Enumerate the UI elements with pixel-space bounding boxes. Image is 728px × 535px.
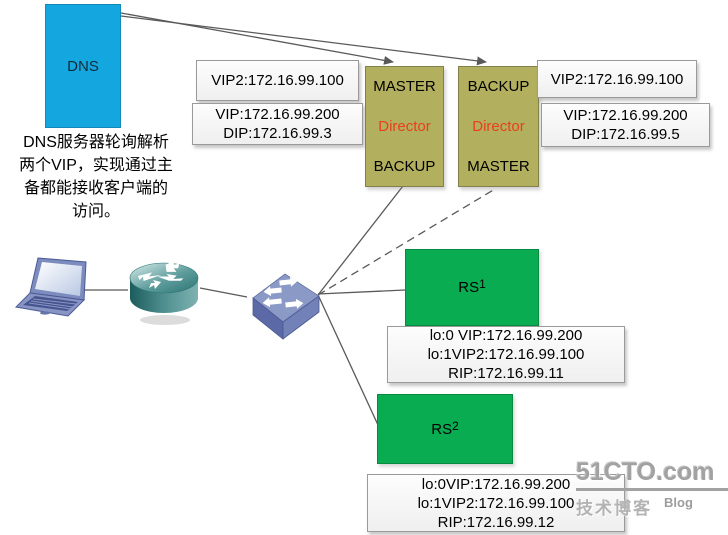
left-vip2-label: VIP2:172.16.99.100 bbox=[196, 60, 359, 101]
caption-line: DNS服务器轮询解析 bbox=[23, 134, 169, 151]
dns-caption: DNS服务器轮询解析 两个VIP，实现通过主 备都能接收客户端的 访问。 bbox=[4, 131, 188, 223]
watermark-subtitle: 技术博客 bbox=[576, 499, 652, 518]
dip-text: DIP:172.16.99.5 bbox=[571, 126, 680, 143]
rs1-lo0: lo:0 VIP:172.16.99.200 bbox=[429, 327, 583, 344]
rs1-name: RS1 bbox=[458, 277, 486, 296]
line-switch-rs1 bbox=[317, 289, 406, 295]
vip2-text: VIP2:172.16.99.100 bbox=[550, 70, 684, 88]
rs2-lo0: lo:0VIP:172.16.99.200 bbox=[421, 475, 571, 493]
director-left-role-top: MASTER bbox=[373, 78, 436, 95]
line-switch-rs2 bbox=[318, 296, 379, 426]
watermark-blog: Blog bbox=[664, 495, 693, 510]
vip-text: VIP:172.16.99.200 bbox=[563, 107, 688, 124]
right-vip2-label: VIP2:172.16.99.100 bbox=[537, 60, 697, 98]
dns-server-box: DNS bbox=[45, 4, 121, 128]
router-icon bbox=[124, 252, 204, 333]
switch-icon bbox=[237, 270, 321, 345]
arrow-dns-to-backup bbox=[120, 15, 487, 66]
arrow-dns-to-master bbox=[120, 12, 394, 65]
vip-text: VIP:172.16.99.200 bbox=[215, 106, 340, 123]
rs1-box: RS1 bbox=[405, 249, 539, 326]
director-left-box: MASTER Director BACKUP bbox=[365, 66, 444, 187]
left-vip-dip-label: VIP:172.16.99.200 DIP:172.16.99.3 bbox=[192, 103, 363, 145]
rs1-address-label: lo:0 VIP:172.16.99.200 lo:1VIP2:172.16.9… bbox=[387, 326, 625, 383]
rs2-lo1: lo:1VIP2:172.16.99.100 bbox=[417, 494, 575, 512]
director-left-title: Director bbox=[378, 118, 431, 135]
caption-line: 备都能接收客户端的 bbox=[23, 180, 168, 197]
watermark: 51CTO.com 技术博客 Blog bbox=[576, 458, 728, 519]
dip-text: DIP:172.16.99.3 bbox=[223, 125, 332, 142]
right-vip-dip-label: VIP:172.16.99.200 DIP:172.16.99.5 bbox=[541, 103, 710, 147]
rs2-name: RS2 bbox=[431, 418, 459, 438]
laptop-icon bbox=[14, 256, 114, 325]
rs2-box: RS2 bbox=[377, 394, 513, 464]
director-right-box: BACKUP Director MASTER bbox=[458, 66, 539, 187]
rs1-lo1: lo:1VIP2:172.16.99.100 bbox=[427, 346, 585, 363]
watermark-logo: 51CTO.com bbox=[576, 458, 728, 491]
rs2-address-label: lo:0VIP:172.16.99.200 lo:1VIP2:172.16.99… bbox=[367, 474, 625, 532]
director-left-role-bottom: BACKUP bbox=[373, 158, 436, 175]
caption-line: 访问。 bbox=[71, 203, 120, 220]
director-right-role-bottom: MASTER bbox=[467, 158, 530, 175]
dns-label: DNS bbox=[67, 57, 99, 75]
rs2-rip: RIP:172.16.99.12 bbox=[437, 513, 555, 531]
rs1-rip: RIP:172.16.99.11 bbox=[448, 365, 564, 382]
vip2-text: VIP2:172.16.99.100 bbox=[211, 72, 344, 89]
director-right-title: Director bbox=[472, 118, 525, 135]
caption-line: 两个VIP，实现通过主 bbox=[19, 157, 173, 174]
line-switch-director-left bbox=[317, 185, 404, 296]
director-right-role-top: BACKUP bbox=[467, 78, 530, 95]
